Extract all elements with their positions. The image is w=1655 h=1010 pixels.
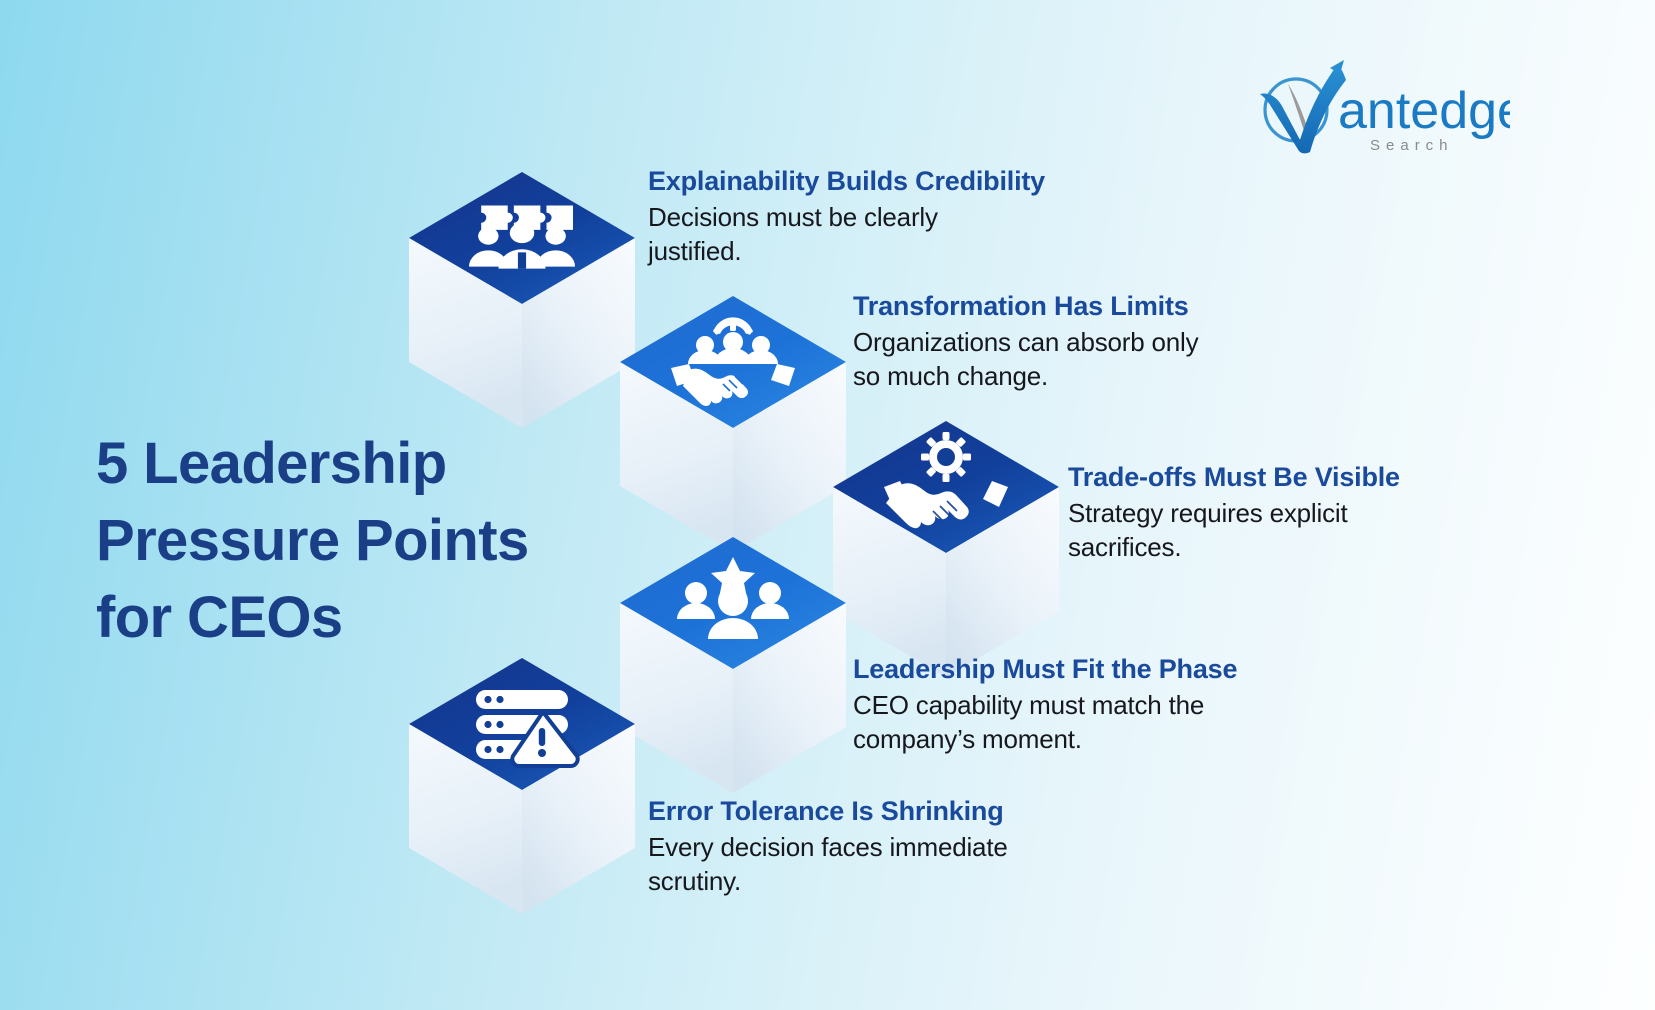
server-warning-icon <box>476 690 580 768</box>
point-1-text: Explainability Builds Credibility Decisi… <box>648 166 1045 269</box>
point-1-body-line-2: justified. <box>648 236 742 267</box>
point-5-text: Error Tolerance Is Shrinking Every decis… <box>648 796 1008 899</box>
title-line-1: 5 Leadership <box>96 431 447 496</box>
point-3-body: Strategy requires explicit sacrifices. <box>1068 496 1400 565</box>
cube-3-right-face <box>946 487 1059 677</box>
point-2-body: Organizations can absorb only so much ch… <box>853 325 1199 394</box>
cube-1 <box>409 172 635 428</box>
team-puzzle-collaboration-icon <box>468 205 576 269</box>
point-5-body-line-2: scrutiny. <box>648 866 742 897</box>
point-1-heading: Explainability Builds Credibility <box>648 166 1045 196</box>
point-3-heading: Trade-offs Must Be Visible <box>1068 462 1400 492</box>
cube-5 <box>409 658 635 914</box>
point-4-body-line-1: CEO capability must match the <box>853 689 1205 720</box>
cube-2 <box>620 296 846 552</box>
point-4-text: Leadership Must Fit the Phase CEO capabi… <box>853 654 1237 757</box>
cube-4-right-face <box>733 603 846 793</box>
handshake-people-gear-icon <box>671 317 795 406</box>
cube-5-left-face <box>409 724 522 914</box>
point-1-body-line-1: Decisions must be clearly <box>648 201 938 232</box>
cube-1-right-face <box>522 238 635 428</box>
cube-1-left-face <box>409 238 522 428</box>
point-5-body: Every decision faces immediate scrutiny. <box>648 830 1008 899</box>
point-3-body-line-1: Strategy requires explicit <box>1068 497 1348 528</box>
gear-handshake-icon <box>884 432 1008 529</box>
people-star-leadership-icon <box>677 557 789 639</box>
point-2-heading: Transformation Has Limits <box>853 291 1189 321</box>
point-4-heading: Leadership Must Fit the Phase <box>853 654 1238 684</box>
brand-tagline: Search <box>1370 137 1454 154</box>
cube-4-left-face <box>620 603 733 793</box>
brand-logo: antedge Search <box>1238 58 1526 158</box>
point-4-body: CEO capability must match the company’s … <box>853 688 1237 757</box>
point-4-body-line-2: company’s moment. <box>853 724 1082 755</box>
point-2-body-line-1: Organizations can absorb only <box>853 326 1199 357</box>
point-5-body-line-1: Every decision faces immediate <box>648 831 1008 862</box>
point-5-heading: Error Tolerance Is Shrinking <box>648 796 1004 826</box>
cube-5-right-face <box>522 724 635 914</box>
point-3-body-line-2: sacrifices. <box>1068 532 1182 563</box>
point-1-body: Decisions must be clearly justified. <box>648 200 1045 269</box>
title-line-2: Pressure Points <box>96 508 529 574</box>
title-line-3: for CEOs <box>96 585 343 651</box>
point-2-body-line-2: so much change. <box>853 361 1049 392</box>
cube-4 <box>620 537 846 793</box>
cube-2-right-face <box>733 362 846 552</box>
page-title: 5 Leadership Pressure Points for CEOs <box>96 425 656 656</box>
brand-wordmark: antedge <box>1338 82 1510 140</box>
point-3-text: Trade-offs Must Be Visible Strategy requ… <box>1068 462 1400 565</box>
cube-3-left-face <box>833 487 946 677</box>
point-2-text: Transformation Has Limits Organizations … <box>853 291 1199 394</box>
cube-3 <box>833 421 1059 677</box>
cube-2-left-face <box>620 362 733 552</box>
